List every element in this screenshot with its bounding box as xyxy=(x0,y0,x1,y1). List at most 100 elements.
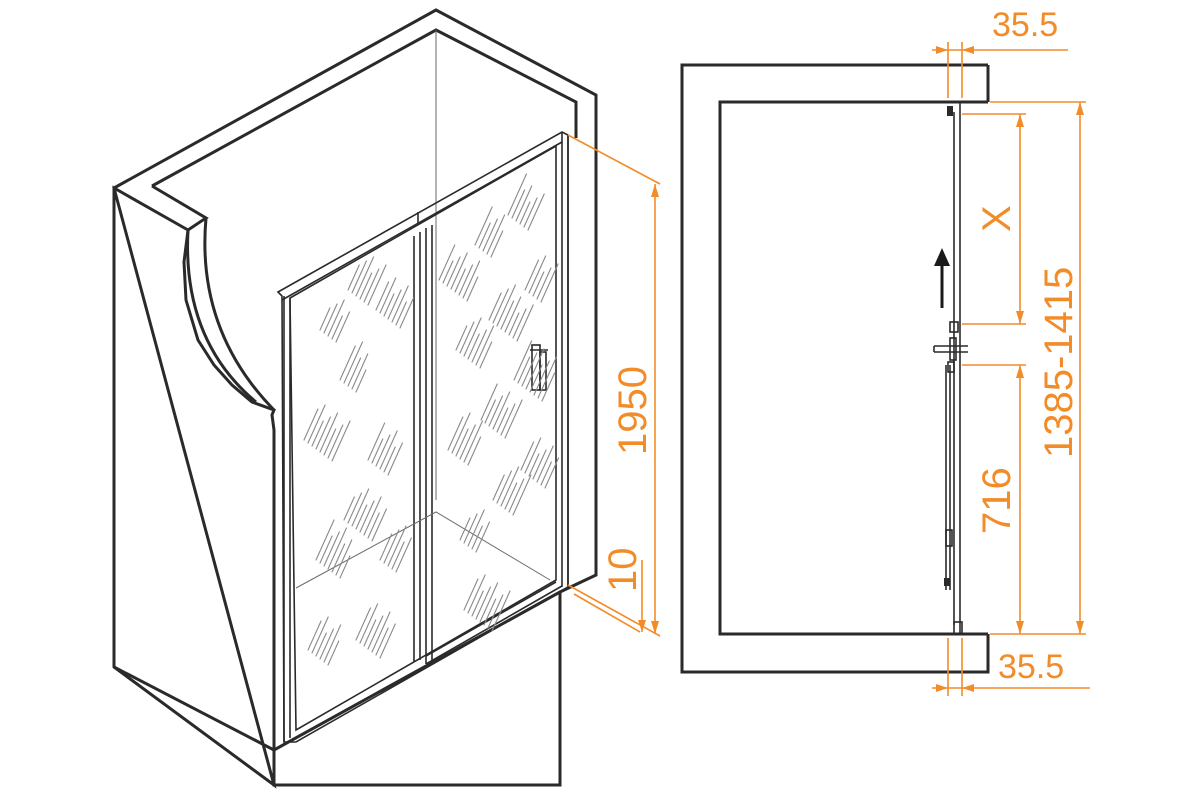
dim-1950-arrow-bottom xyxy=(651,621,659,634)
glass-reflection-stroke xyxy=(511,189,526,219)
dim-range-label: 1385-1415 xyxy=(1037,267,1081,458)
dim-10-arrow xyxy=(638,620,646,632)
glass-reflection-stroke xyxy=(387,442,403,476)
glass-reflection-stroke xyxy=(536,445,554,483)
glass-reflection-stroke xyxy=(466,276,479,302)
dim-1950-arrow-top xyxy=(651,184,659,197)
glass-reflection-stroke xyxy=(315,632,327,657)
glass-reflection-stroke xyxy=(467,509,485,547)
glass-reflection-stroke xyxy=(307,404,326,444)
glass-reflection-stroke xyxy=(500,403,516,436)
glass-reflection-stroke xyxy=(516,304,534,342)
glass-reflection-stroke xyxy=(323,624,342,663)
glass-reflection-stroke xyxy=(520,441,535,471)
glass-reflection-stroke xyxy=(379,533,393,561)
glass-reflection-stroke xyxy=(319,307,331,331)
glass-reflection-stroke xyxy=(367,512,380,539)
glass-reflection-stroke xyxy=(467,574,486,614)
glass-reflection-stroke xyxy=(399,297,415,329)
glass-reflection-stroke xyxy=(459,424,476,460)
glass-reflection-stroke xyxy=(533,360,550,396)
glass-reflection-stroke xyxy=(355,256,375,297)
tray-edge xyxy=(295,511,551,589)
glass-reflection-stroke xyxy=(463,420,484,463)
glass-reflection-stroke xyxy=(455,325,468,351)
glass-reflection-stroke xyxy=(387,525,407,567)
dim-range-arrow-bottom xyxy=(1076,621,1084,634)
glass-reflection-stroke xyxy=(475,586,491,620)
glass-reflection-stroke xyxy=(383,529,400,564)
glass-reflection-stroke xyxy=(458,264,474,296)
glass-reflection-stroke xyxy=(525,348,545,390)
glass-reflection-stroke xyxy=(323,303,338,334)
glass-reflection-stroke xyxy=(532,271,545,297)
glass-reflection-stroke xyxy=(351,488,370,527)
glass-reflection-stroke xyxy=(359,603,379,644)
glass-reflection-stroke xyxy=(500,300,515,330)
glass-reflection-stroke xyxy=(463,317,482,357)
dim-35-top-label: 35.5 xyxy=(992,6,1058,44)
glass-reflection-stroke xyxy=(517,356,531,384)
glass-reflection-stroke xyxy=(488,292,502,321)
glass-reflection-stroke xyxy=(335,539,353,576)
glass-reflection-stroke xyxy=(343,341,364,384)
glass-reflection-stroke xyxy=(375,627,389,656)
glass-reflection-stroke xyxy=(319,628,335,660)
dim-1950-ext-top xyxy=(567,134,661,185)
glass-reflection-stroke xyxy=(383,293,395,317)
glass-reflection-stroke xyxy=(512,474,532,516)
glass-reflection-stroke xyxy=(508,478,525,513)
glass-reflection-stroke xyxy=(471,590,484,617)
glass-reflection-stroke xyxy=(367,264,387,306)
wall-block-outline xyxy=(112,8,598,789)
glass-reflection-stroke xyxy=(339,345,356,381)
glass-reflection-stroke xyxy=(532,449,547,480)
glass-reflection-stroke xyxy=(355,504,368,530)
glass-reflection-stroke xyxy=(504,482,518,510)
glass-reflection-stroke xyxy=(480,383,498,421)
dim-716-arrow-bottom xyxy=(1016,621,1024,634)
dim-x-label: X xyxy=(975,205,1019,232)
glass-reflection-stroke xyxy=(504,296,522,333)
glass-reflection-stroke xyxy=(307,620,322,651)
door-frame-inner xyxy=(289,144,557,732)
glass-reflection-stroke xyxy=(343,496,355,521)
glass-reflection-stroke xyxy=(541,372,556,402)
plan-top-seal xyxy=(947,106,953,116)
glass-reflection-stroke xyxy=(455,428,469,457)
glass-reflection-stroke xyxy=(507,173,528,216)
plan-handle xyxy=(933,337,968,361)
dim-35-bot-label: 35.5 xyxy=(998,648,1064,686)
plan-panel-stop xyxy=(949,321,959,333)
glass-reflection-stroke xyxy=(474,206,493,246)
glass-reflection-stroke xyxy=(536,267,552,300)
glass-reflection-stroke xyxy=(484,399,496,424)
glass-reflection-stroke xyxy=(363,619,377,647)
plan-wall-outer xyxy=(680,63,990,674)
glass-reflection-stroke xyxy=(347,264,360,291)
glass-reflection-stroke xyxy=(451,412,471,454)
glass-reflection-stroke xyxy=(459,321,475,354)
dim-35-bot-arrow-a xyxy=(936,684,948,692)
top-rail xyxy=(281,141,563,301)
glass-reflection-stroke xyxy=(347,492,363,524)
glass-reflection-stroke xyxy=(528,453,540,477)
glass-reflection-stroke xyxy=(492,288,509,324)
glass-reflection-stroke xyxy=(467,333,480,360)
glass-reflection-stroke xyxy=(391,541,405,570)
glass-reflection-stroke xyxy=(478,222,491,249)
glass-reflection-stroke xyxy=(387,289,402,320)
glass-reflection-stroke xyxy=(508,312,520,336)
glass-reflection-stroke xyxy=(371,508,387,542)
glass-reflection-stroke xyxy=(315,416,331,450)
glass-reflection-stroke xyxy=(447,416,464,451)
glass-reflection-stroke xyxy=(475,325,495,366)
glass-reflection-stroke xyxy=(524,437,542,474)
glass-reflection-stroke xyxy=(347,357,362,387)
glass-reflection-stroke xyxy=(537,356,558,399)
plan-guide xyxy=(945,529,953,547)
glass-reflection-stroke xyxy=(492,391,511,430)
glass-reflection-stroke xyxy=(367,422,386,461)
plan-dimensions: 35.5 35.5 1385-1415 X 716 xyxy=(932,6,1090,696)
